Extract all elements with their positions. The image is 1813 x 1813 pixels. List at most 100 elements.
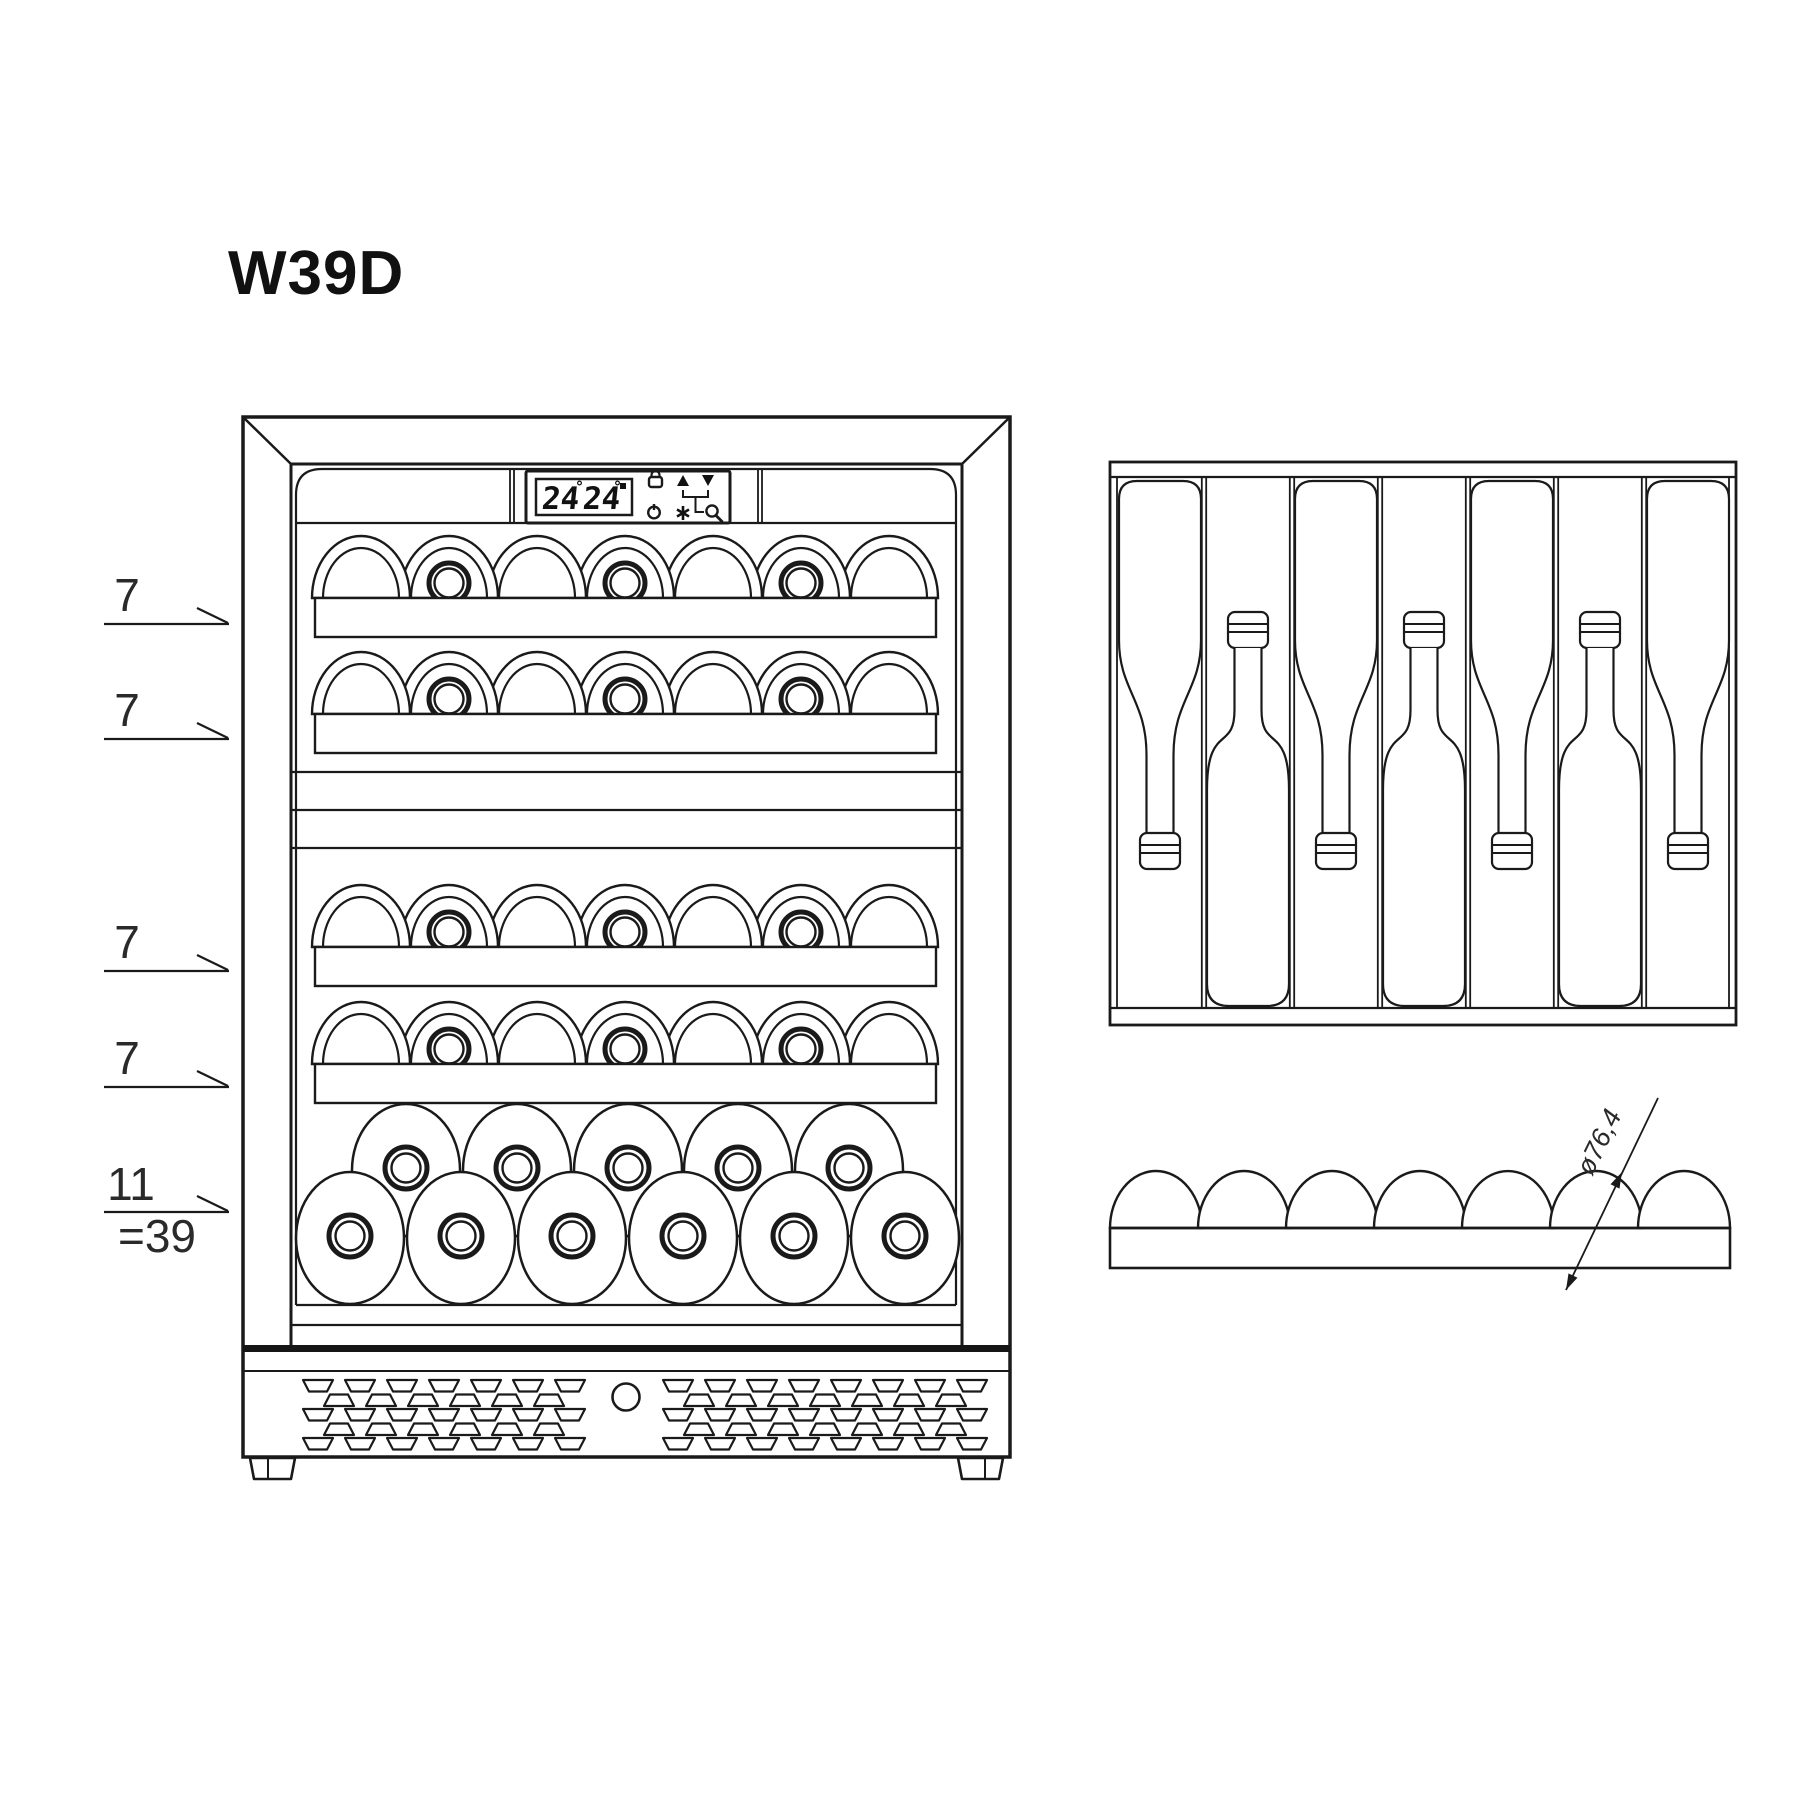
- vent-louver: [850, 1393, 884, 1408]
- vent-louver: [343, 1436, 377, 1451]
- vent-louver: [766, 1422, 800, 1437]
- bottle-arc-inner: [673, 662, 753, 715]
- vent-louver: [829, 1407, 863, 1422]
- leader-arrow: [196, 722, 229, 739]
- bottle-arc-outer: [310, 883, 412, 949]
- bottle-top-view-up: [1205, 648, 1291, 1008]
- bottle-arc-inner: [761, 546, 841, 599]
- vent-louver: [511, 1407, 545, 1422]
- snowflake-icon[interactable]: [676, 506, 690, 520]
- vent-louver: [955, 1407, 989, 1422]
- bottle-arc-inner: [849, 1012, 929, 1065]
- bottle-cap: [1666, 831, 1710, 871]
- shelf-rows: [310, 534, 940, 1105]
- vent-louver: [829, 1436, 863, 1451]
- vent-louver: [385, 1436, 419, 1451]
- bottle-arc-outer: [662, 534, 764, 600]
- vent-louver: [787, 1407, 821, 1422]
- lcd-temp-left: 24: [540, 481, 581, 517]
- dimension-arrow: [1610, 1172, 1622, 1189]
- glass-edge: [294, 467, 958, 1305]
- vent-louver: [703, 1407, 737, 1422]
- vent-louver: [511, 1436, 545, 1451]
- vent-louver: [724, 1422, 758, 1437]
- bulk-storage-bottles: [294, 1102, 961, 1306]
- vent-louver: [745, 1436, 779, 1451]
- vent-louver: [448, 1393, 482, 1408]
- bottle-arc-outer: [662, 883, 764, 949]
- bottle-arc-inner: [321, 1012, 401, 1065]
- bottle-dome: [1108, 1169, 1204, 1230]
- power-icon[interactable]: [647, 504, 662, 520]
- leader-arrow: [196, 1195, 229, 1212]
- bottle-arc-inner: [849, 662, 929, 715]
- shelf2-count-label: 7: [114, 684, 140, 736]
- vent-center-knob: [611, 1382, 641, 1412]
- bottle-arc-inner: [409, 662, 489, 715]
- bottle-arc-inner: [761, 662, 841, 715]
- bottle-dome: [1284, 1169, 1380, 1230]
- cabinet-outline: [241, 415, 1012, 1459]
- bottle-cap: [1226, 610, 1270, 650]
- top-left-chamfer: [242, 416, 292, 465]
- shelf-tray: [1108, 1226, 1732, 1270]
- bottle-arc-outer: [310, 1000, 412, 1066]
- vent-louver: [553, 1407, 587, 1422]
- bottle-cap: [1314, 831, 1358, 871]
- dimension-arrow: [1566, 1273, 1578, 1290]
- bottle-top-view-down: [1293, 479, 1379, 833]
- lcd-indicator-square: [620, 483, 626, 489]
- light-icon[interactable]: [705, 504, 724, 523]
- bottle-arc-outer: [662, 650, 764, 716]
- left-foot: [248, 1456, 297, 1481]
- bottle-dome: [1372, 1169, 1468, 1230]
- vent-louver: [322, 1393, 356, 1408]
- bulk-count-label: 11: [107, 1158, 155, 1210]
- down-arrow-icon[interactable]: [702, 475, 714, 486]
- bottle-arc-inner: [409, 546, 489, 599]
- bottle-arc-inner: [585, 662, 665, 715]
- display-module: [524, 469, 732, 525]
- vent-louver: [406, 1393, 440, 1408]
- vent-louver: [301, 1378, 335, 1393]
- top-right-chamfer: [961, 416, 1011, 465]
- vent-louver: [913, 1378, 947, 1393]
- bottle-arc-inner: [761, 1012, 841, 1065]
- vent-louver: [955, 1436, 989, 1451]
- right-foot: [956, 1456, 1005, 1481]
- vent-louver: [532, 1393, 566, 1408]
- bottle-arc-inner: [321, 662, 401, 715]
- vent-louver: [469, 1436, 503, 1451]
- vent-louver: [343, 1407, 377, 1422]
- shelf4-count-label: 7: [114, 1032, 140, 1084]
- bottle-arc-outer: [486, 534, 588, 600]
- vent-louver: [703, 1378, 737, 1393]
- bottle-cap: [1578, 610, 1622, 650]
- bottle-cap: [1490, 831, 1534, 871]
- bottle-arc-inner: [761, 895, 841, 948]
- vent-louver: [934, 1422, 968, 1437]
- vent-louver: [406, 1422, 440, 1437]
- vent-louver: [385, 1407, 419, 1422]
- vent-louver: [427, 1436, 461, 1451]
- vent-louver: [553, 1436, 587, 1451]
- bulk-bottle-neck-inner: [445, 1220, 477, 1252]
- vent-louver: [955, 1378, 989, 1393]
- vent-louver: [724, 1393, 758, 1408]
- shelf3-count-label: 7: [114, 916, 140, 968]
- vent-louver: [829, 1378, 863, 1393]
- bottle-arc-inner: [585, 895, 665, 948]
- vent-louver: [661, 1407, 695, 1422]
- vent-louver: [871, 1407, 905, 1422]
- lock-icon[interactable]: [647, 469, 664, 489]
- bottle-arc-inner: [409, 895, 489, 948]
- bottle-arc-outer: [838, 534, 940, 600]
- button-bracket: [682, 490, 709, 513]
- shelf-plank: [313, 945, 938, 988]
- vent-louver: [343, 1378, 377, 1393]
- bottle-arc-inner: [673, 1012, 753, 1065]
- vent-louver: [301, 1407, 335, 1422]
- shelf-plank: [313, 596, 938, 639]
- vent-louver: [511, 1378, 545, 1393]
- up-arrow-icon[interactable]: [677, 475, 689, 486]
